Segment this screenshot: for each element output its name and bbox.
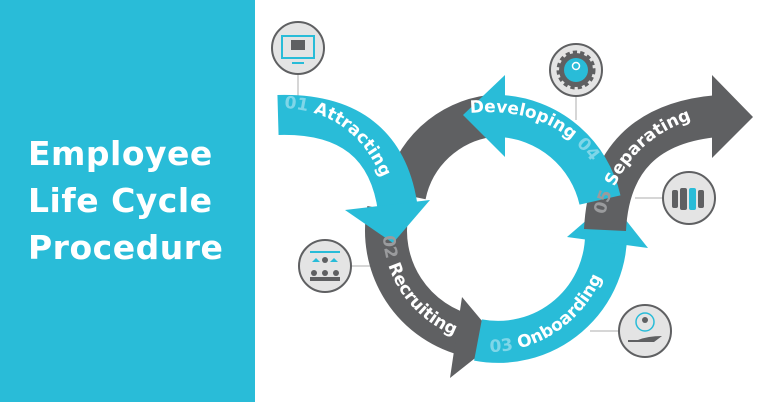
step-attracting-arrow bbox=[277, 94, 430, 243]
title-line-2: Life Cycle bbox=[28, 181, 213, 220]
monitor-presentation-icon bbox=[271, 21, 325, 75]
title-panel: Employee Life Cycle Procedure bbox=[0, 0, 255, 402]
hand-person-icon bbox=[618, 304, 672, 358]
title-line-1: Employee bbox=[28, 134, 213, 173]
step-developing-arrow bbox=[463, 75, 621, 206]
page-title: Employee Life Cycle Procedure bbox=[28, 130, 223, 271]
gear-people-icon bbox=[549, 43, 603, 97]
org-hierarchy-icon bbox=[298, 239, 352, 293]
connector-lines bbox=[297, 75, 662, 332]
title-line-3: Procedure bbox=[28, 228, 224, 267]
group-people-icon bbox=[662, 171, 716, 225]
step-separating-arrow bbox=[584, 75, 753, 232]
